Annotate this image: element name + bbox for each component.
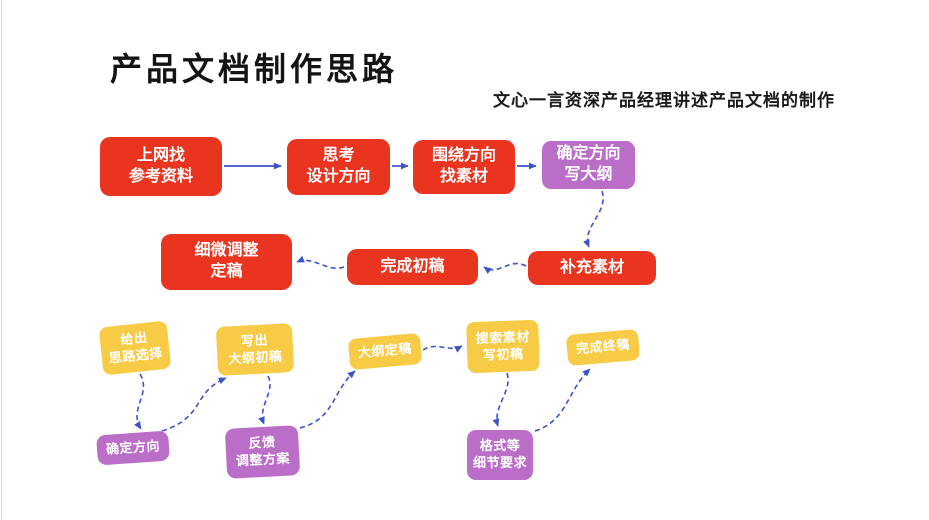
node-give-idea-options: 给出 思路选择 bbox=[98, 320, 172, 376]
node-find-material-around-direction: 围绕方向 找素材 bbox=[413, 140, 515, 194]
arrow-outlinefinal-to-search bbox=[422, 345, 463, 353]
node-finish-final-version: 完成终稿 bbox=[565, 328, 641, 367]
arrow-firstdraft-to-finetune bbox=[296, 255, 345, 270]
arrow-search-to-format bbox=[492, 372, 509, 427]
slide-left-edge bbox=[1, 0, 2, 520]
node-search-material-write-draft: 搜索素材 写初稿 bbox=[466, 319, 540, 374]
arrow-options-to-confirm bbox=[134, 373, 145, 430]
page-title: 产品文档制作思路 bbox=[110, 51, 399, 87]
arrow-format-to-final bbox=[534, 368, 591, 432]
node-online-research: 上网找 参考资料 bbox=[100, 137, 222, 196]
arrow-confirm-to-outlinedraft bbox=[161, 377, 227, 432]
node-format-detail-requirements: 格式等 细节要求 bbox=[467, 430, 533, 480]
arrow-feedback-to-outlinefinal bbox=[299, 370, 356, 429]
node-confirm-direction: 确定方向 bbox=[96, 430, 170, 466]
node-fine-tune-finalize: 细微调整 定稿 bbox=[161, 234, 292, 290]
node-supplement-material: 补充素材 bbox=[528, 251, 656, 285]
node-outline-final: 大纲定稿 bbox=[347, 332, 423, 371]
node-finish-first-draft: 完成初稿 bbox=[347, 249, 478, 285]
node-think-design-direction: 思考 设计方向 bbox=[287, 139, 390, 195]
node-feedback-adjust-plan: 反馈 调整方案 bbox=[224, 425, 301, 479]
node-write-outline-draft: 写出 大纲初稿 bbox=[215, 323, 295, 376]
arrow-supplement-to-firstdraft bbox=[483, 262, 527, 275]
node-decide-direction-write-outline: 确定方向 写大纲 bbox=[542, 141, 635, 189]
page-subtitle: 文心一言资深产品经理讲述产品文档的制作 bbox=[493, 91, 835, 110]
arrow-outline-to-supplement bbox=[583, 190, 604, 248]
arrow-outlinedraft-to-feedback bbox=[258, 375, 271, 425]
